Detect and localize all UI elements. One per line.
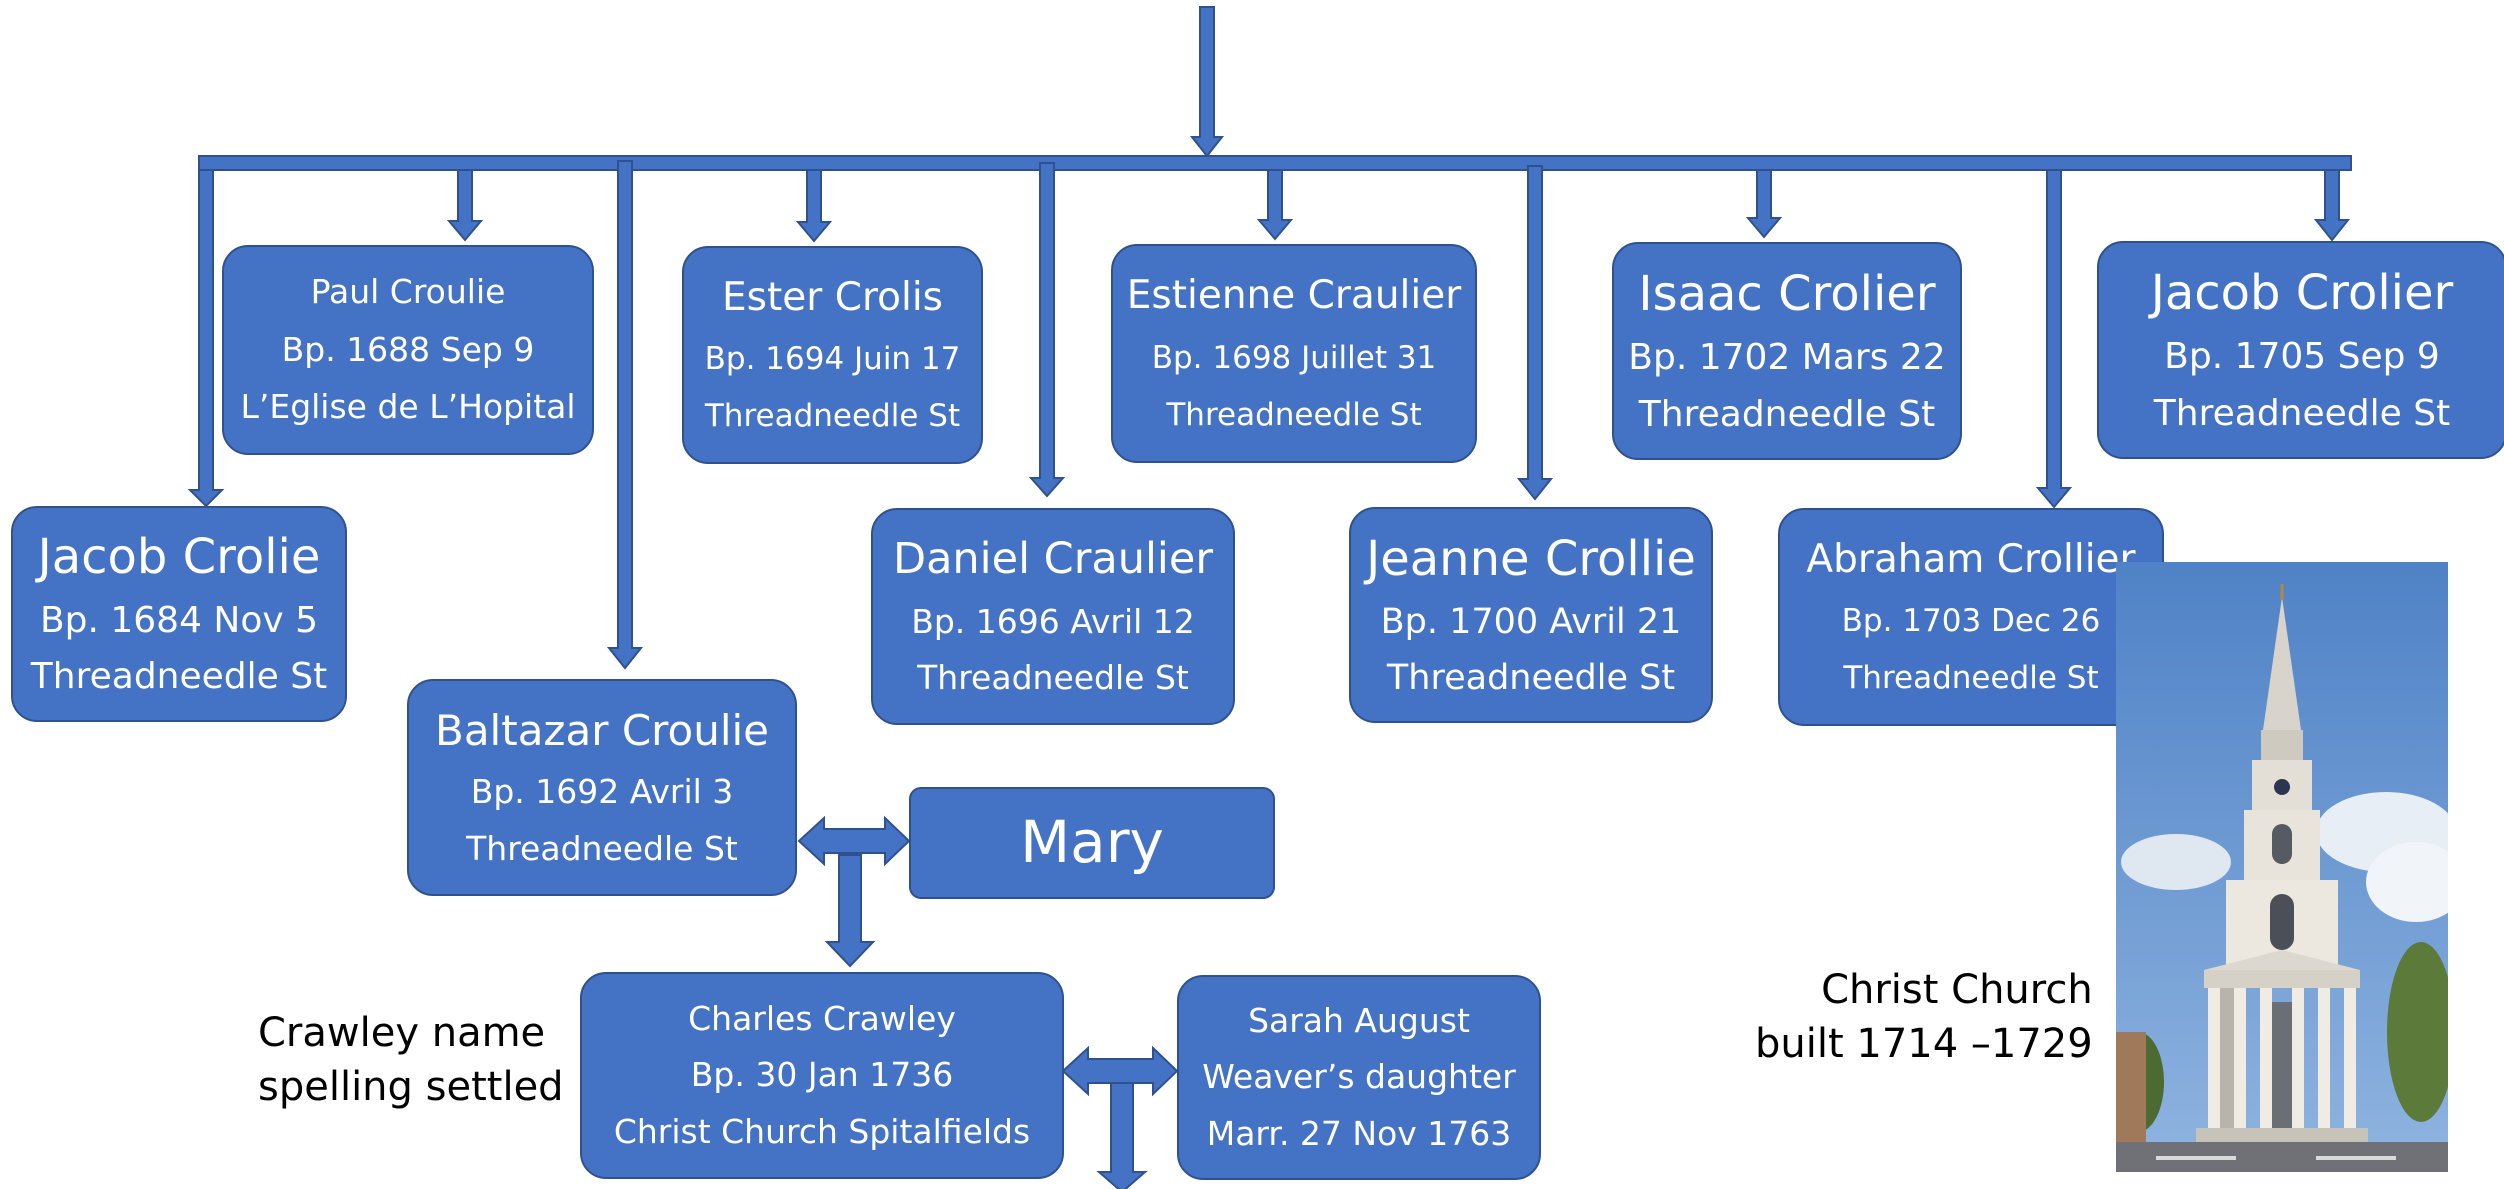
- arrow-jacob-crolier: [2313, 169, 2351, 242]
- person-marriage: Marr. 27 Nov 1763: [1206, 1113, 1512, 1153]
- person-name: Daniel Craulier: [892, 534, 1214, 585]
- person-name: Jeanne Crollie: [1366, 530, 1696, 587]
- church-photo: [2116, 562, 2448, 1172]
- person-name: Jacob Crolie: [37, 529, 321, 585]
- person-place: Threadneedle St: [1386, 657, 1676, 698]
- person-name: Paul Croulie: [310, 272, 506, 312]
- arrow-isaac-crolier: [1745, 169, 1783, 239]
- person-baptism: Bp. 1688 Sep 9: [281, 329, 535, 369]
- person-baptism: Bp. 30 Jan 1736: [690, 1055, 954, 1095]
- person-place: Christ Church Spitalfields: [613, 1112, 1031, 1152]
- arrow-jeanne-crollie: [1516, 165, 1554, 501]
- person-box-jacob-crolie: Jacob Crolie Bp. 1684 Nov 5 Threadneedle…: [11, 506, 347, 722]
- person-baptism: Bp. 1694 Juin 17: [704, 341, 961, 378]
- person-baptism: Bp. 1692 Avril 3: [470, 772, 734, 812]
- person-baptism: Bp. 1698 Juillet 31: [1151, 339, 1437, 376]
- arrow-jacob-crolie: [187, 169, 225, 508]
- person-place: L’Eglise de L’Hopital: [240, 387, 576, 427]
- person-place: Threadneedle St: [1166, 396, 1422, 433]
- incoming-arrow: [1189, 6, 1225, 158]
- person-place: Threadneedle St: [1843, 660, 2099, 697]
- person-box-abraham-crollier: Abraham Crollier Bp. 1703 Dec 26 Threadn…: [1778, 508, 2164, 726]
- person-name: Isaac Crolier: [1638, 265, 1936, 322]
- arrow-baltazar-croulie: [606, 160, 644, 670]
- person-box-baltazar-croulie: Baltazar Croulie Bp. 1692 Avril 3 Thread…: [407, 679, 797, 896]
- person-baptism: Bp. 1705 Sep 9: [2164, 335, 2440, 377]
- person-box-charles-crawley: Charles Crawley Bp. 30 Jan 1736 Christ C…: [580, 972, 1064, 1179]
- person-place: Threadneedle St: [1638, 393, 1936, 435]
- person-box-ester-crolis: Ester Crolis Bp. 1694 Juin 17 Threadneed…: [682, 246, 983, 464]
- arrow-abraham-crollier: [2035, 169, 2073, 509]
- arrow-to-charles: [824, 854, 876, 968]
- person-baptism: Bp. 1703 Dec 26: [1841, 603, 2101, 640]
- person-place: Threadneedle St: [917, 658, 1189, 698]
- person-box-daniel-craulier: Daniel Craulier Bp. 1696 Avril 12 Thread…: [871, 508, 1235, 725]
- person-name: Mary: [1020, 808, 1164, 877]
- person-box-isaac-crolier: Isaac Crolier Bp. 1702 Mars 22 Threadnee…: [1612, 242, 1962, 460]
- person-name: Jacob Crolier: [2150, 264, 2454, 321]
- person-baptism: Bp. 1700 Avril 21: [1380, 601, 1682, 642]
- person-box-sarah-august: Sarah August Weaver’s daughter Marr. 27 …: [1177, 975, 1541, 1180]
- person-name: Sarah August: [1248, 1001, 1470, 1041]
- person-place: Threadneedle St: [466, 829, 738, 869]
- person-baptism: Bp. 1702 Mars 22: [1628, 336, 1946, 378]
- caption-crawley-note: Crawley name spelling settled: [258, 1010, 564, 1110]
- person-box-estienne-craulier: Estienne Craulier Bp. 1698 Juillet 31 Th…: [1111, 244, 1477, 463]
- person-box-jacob-crolier: Jacob Crolier Bp. 1705 Sep 9 Threadneedl…: [2097, 241, 2504, 459]
- arrow-ester-crolis: [795, 169, 833, 243]
- person-place: Threadneedle St: [704, 398, 961, 435]
- person-place: Threadneedle St: [2153, 392, 2451, 434]
- arrow-estienne-craulier: [1256, 169, 1294, 241]
- arrow-paul-croulie: [446, 169, 484, 242]
- person-baptism: Bp. 1696 Avril 12: [911, 601, 1195, 641]
- person-baptism: Bp. 1684 Nov 5: [39, 599, 319, 641]
- person-box-paul-croulie: Paul Croulie Bp. 1688 Sep 9 L’Eglise de …: [222, 245, 594, 455]
- arrow-to-next-generation: [1096, 1082, 1148, 1189]
- arrow-daniel-craulier: [1028, 162, 1066, 498]
- person-name: Estienne Craulier: [1126, 272, 1462, 318]
- person-name: Abraham Crollier: [1806, 536, 2136, 582]
- person-name: Ester Crolis: [722, 274, 943, 320]
- person-name: Charles Crawley: [688, 998, 956, 1038]
- person-description: Weaver’s daughter: [1202, 1057, 1516, 1097]
- person-place: Threadneedle St: [30, 656, 328, 698]
- person-name: Baltazar Croulie: [435, 705, 769, 755]
- caption-church-note: Christ Church built 1714 –1729: [1755, 967, 2093, 1067]
- person-box-jeanne-crollie: Jeanne Crollie Bp. 1700 Avril 21 Threadn…: [1349, 507, 1713, 723]
- person-box-mary: Mary: [909, 787, 1275, 899]
- sibling-bar: [198, 155, 2352, 171]
